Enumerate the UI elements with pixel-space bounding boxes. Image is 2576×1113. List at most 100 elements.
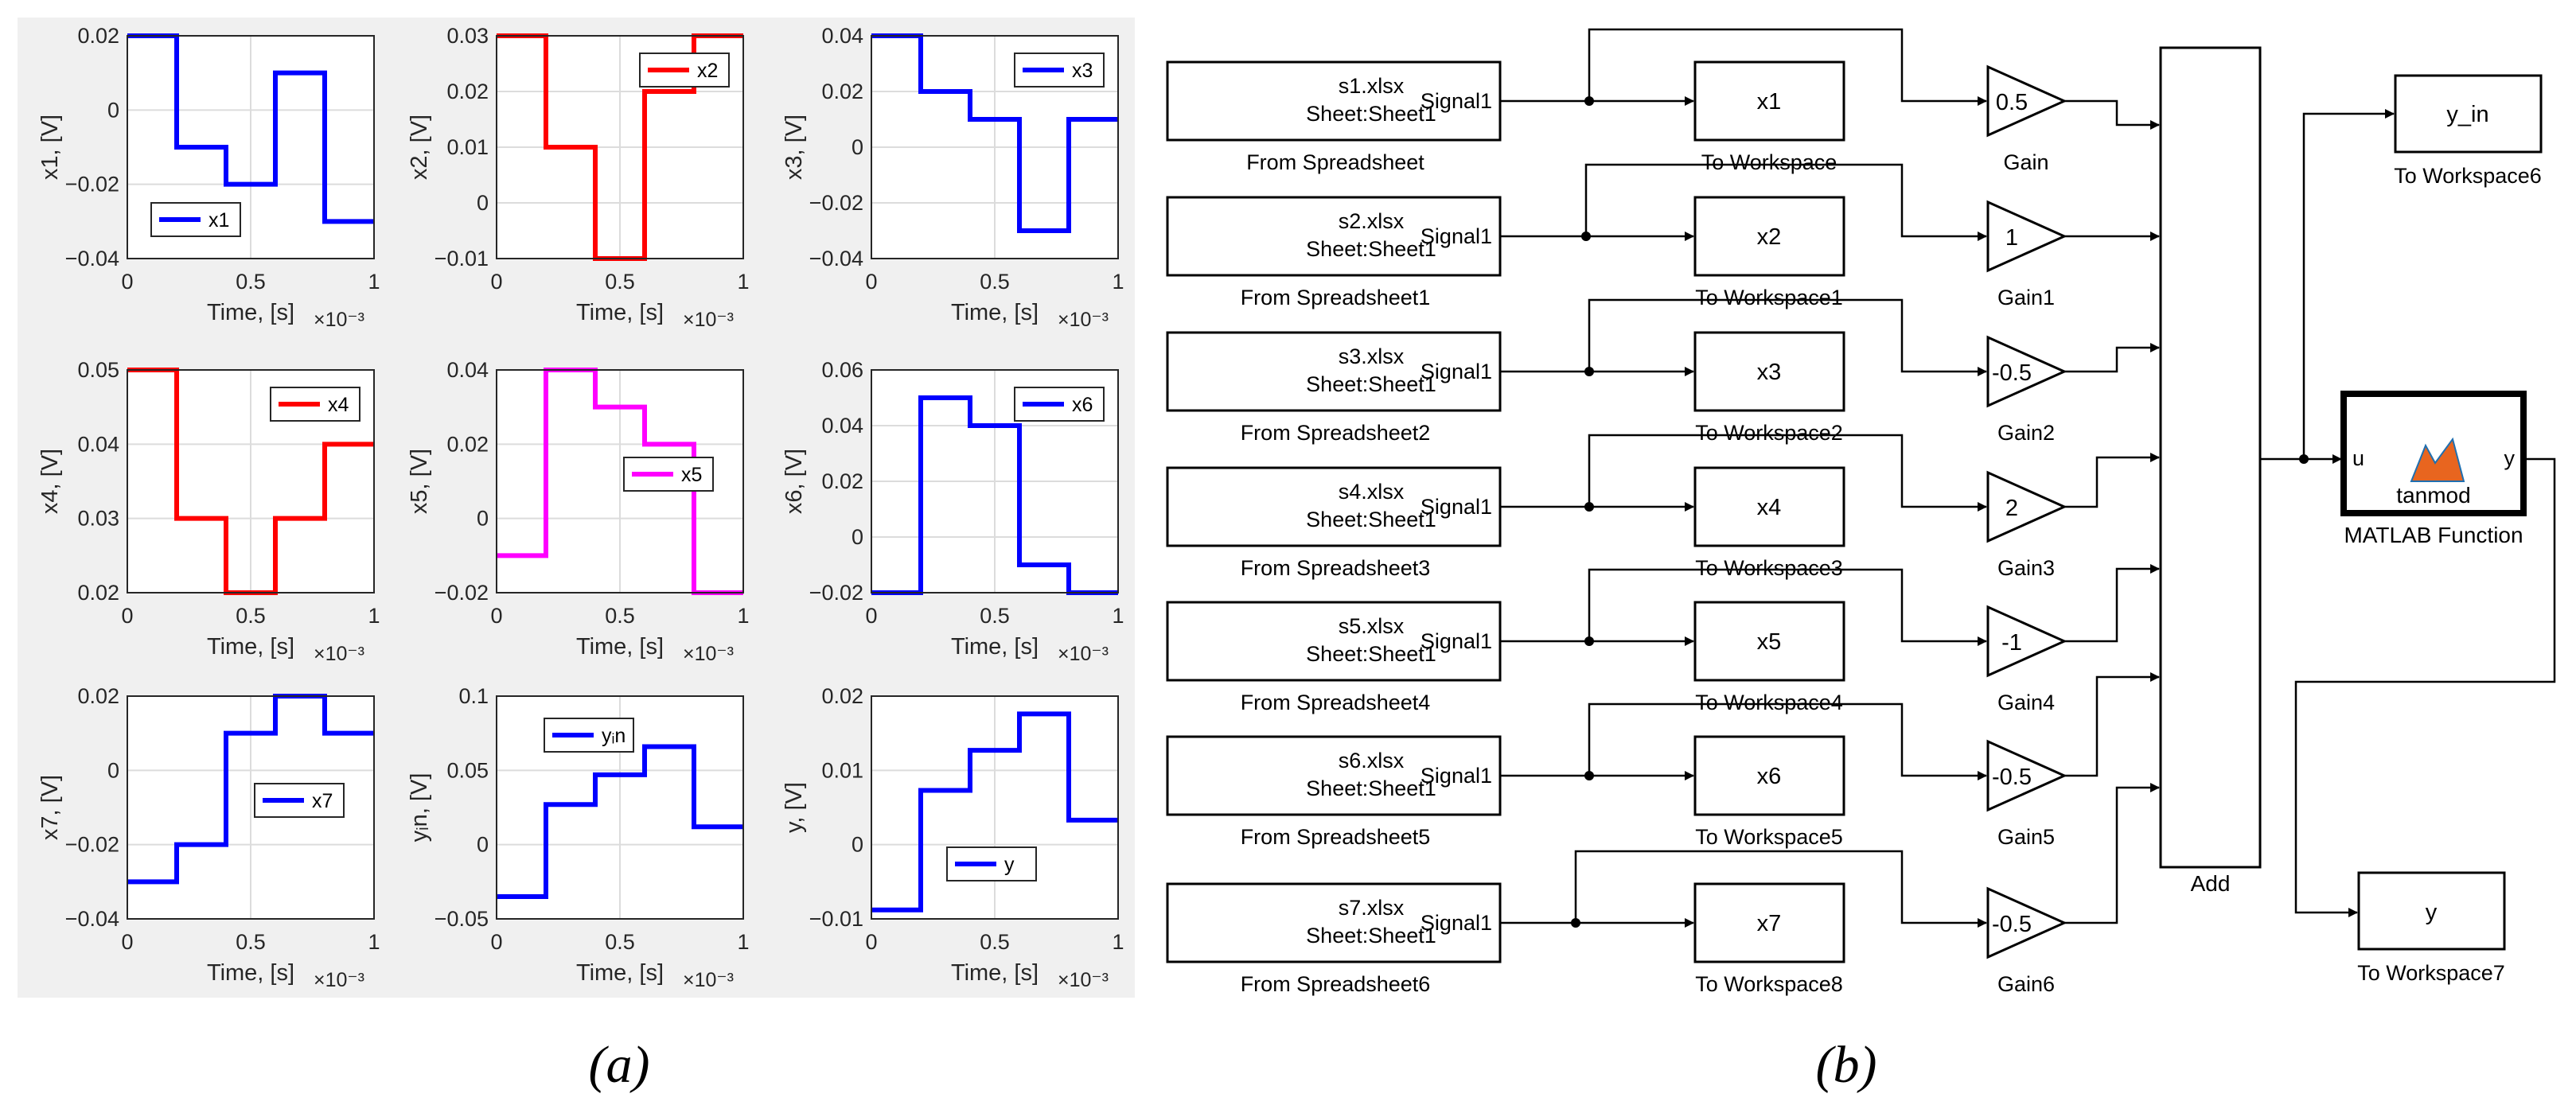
x-tick-label: 1 bbox=[737, 604, 749, 628]
y-tick-label: 0.01 bbox=[446, 135, 489, 159]
gain-value: 2 bbox=[2005, 496, 2018, 521]
y-tick-label: 0 bbox=[477, 191, 489, 215]
x-tick-label: 0.5 bbox=[980, 604, 1010, 628]
workspace-variable: x7 bbox=[1757, 911, 1782, 936]
to-workspace-block bbox=[1693, 331, 1845, 412]
panel-label-b: (b) bbox=[1816, 1036, 1877, 1094]
y-axis-label: y, [V] bbox=[781, 782, 807, 833]
x-axis-label: Time, [s] bbox=[951, 634, 1039, 660]
y-tick-label: 0 bbox=[477, 833, 489, 857]
output-port-label: Signal1 bbox=[1421, 495, 1492, 519]
series-line bbox=[871, 395, 1118, 595]
x-axis-label: Time, [s] bbox=[576, 960, 664, 986]
panel-label-a: (a) bbox=[589, 1036, 650, 1094]
gain-value: -1 bbox=[2001, 630, 2022, 656]
output-port-label: Signal1 bbox=[1421, 224, 1492, 248]
legend: x4 bbox=[270, 387, 360, 422]
spreadsheet-file: s2.xlsx bbox=[1339, 209, 1405, 233]
signal-line bbox=[1588, 434, 1987, 512]
to-workspace-label: To Workspace7 bbox=[2357, 961, 2505, 985]
legend-label: x2 bbox=[697, 60, 718, 82]
from-spreadsheet-label: From Spreadsheet3 bbox=[1241, 556, 1431, 580]
gain-block bbox=[1986, 200, 2067, 273]
signal-line bbox=[1588, 298, 1987, 376]
to-workspace-block bbox=[1693, 60, 1845, 142]
y-tick-label: 0.05 bbox=[446, 758, 489, 782]
spreadsheet-sheet: Sheet:Sheet1 bbox=[1306, 102, 1436, 126]
series-line bbox=[497, 368, 743, 595]
to-workspace-y-block bbox=[2357, 871, 2506, 951]
x-tick-label: 1 bbox=[1112, 930, 1124, 954]
from-spreadsheet-block bbox=[1166, 466, 1502, 547]
y-tick-label: 0 bbox=[852, 525, 863, 549]
y-tick-label: −0.02 bbox=[809, 191, 863, 215]
legend: yᵢn bbox=[544, 718, 634, 753]
add-block bbox=[2159, 46, 2262, 869]
output-port-label: Signal1 bbox=[1421, 764, 1492, 788]
y-tick-label: −0.02 bbox=[435, 581, 489, 605]
x-exponent: ×10⁻³ bbox=[683, 309, 734, 331]
axes-box bbox=[127, 35, 375, 259]
x-tick-label: 0.5 bbox=[980, 930, 1010, 954]
axes-box bbox=[496, 369, 744, 593]
axes-box bbox=[496, 695, 744, 920]
gain-value: -0.5 bbox=[1992, 912, 2032, 937]
y-tick-label: −0.02 bbox=[65, 833, 119, 857]
gain-value: -0.5 bbox=[1992, 360, 2032, 386]
x-axis-label: Time, [s] bbox=[207, 300, 294, 325]
legend-label: x3 bbox=[1072, 60, 1093, 82]
legend-label: x4 bbox=[328, 394, 349, 416]
y-tick-label: −0.05 bbox=[435, 907, 489, 931]
legend-label: x6 bbox=[1072, 394, 1093, 416]
y-tick-label: 0.02 bbox=[446, 432, 489, 456]
x-tick-label: 1 bbox=[368, 930, 380, 954]
y-tick-label: −0.02 bbox=[65, 173, 119, 197]
y-tick-label: 0.05 bbox=[77, 358, 119, 382]
legend: x5 bbox=[623, 457, 714, 492]
y-tick-label: 0.02 bbox=[77, 581, 119, 605]
y-tick-label: 0.06 bbox=[821, 358, 863, 382]
series-line bbox=[127, 33, 374, 224]
from-spreadsheet-label: From Spreadsheet1 bbox=[1241, 286, 1431, 309]
y-tick-label: 0.04 bbox=[821, 24, 863, 48]
y-tick-label: 0.02 bbox=[77, 684, 119, 708]
to-workspace-block bbox=[1693, 466, 1845, 547]
y-tick-label: −0.04 bbox=[809, 247, 863, 270]
signal-line bbox=[2064, 99, 2160, 130]
gain-value: 1 bbox=[2005, 225, 2018, 251]
legend: x1 bbox=[150, 202, 241, 237]
x-axis-label: Time, [s] bbox=[951, 300, 1039, 325]
to-workspace-block bbox=[1693, 196, 1845, 277]
y-tick-label: 0.02 bbox=[821, 684, 863, 708]
x-exponent: ×10⁻³ bbox=[683, 969, 734, 991]
spreadsheet-file: s6.xlsx bbox=[1339, 749, 1405, 772]
output-port-label: Signal1 bbox=[1421, 89, 1492, 113]
spreadsheet-sheet: Sheet:Sheet1 bbox=[1306, 237, 1436, 261]
to-workspace-block bbox=[1693, 735, 1845, 816]
signal-line bbox=[1584, 163, 1987, 241]
legend: x7 bbox=[254, 783, 345, 818]
workspace-variable: x4 bbox=[1757, 495, 1782, 520]
x-axis-label: Time, [s] bbox=[951, 960, 1039, 986]
y-in-line bbox=[2302, 109, 2395, 459]
workspace-variable: y bbox=[2426, 900, 2438, 925]
y-axis-label: x1, [V] bbox=[37, 115, 63, 180]
y-tick-label: 0 bbox=[852, 135, 863, 159]
gain-block bbox=[1986, 64, 2067, 138]
to-workspace-label: To Workspace4 bbox=[1695, 691, 1843, 714]
spreadsheet-file: s1.xlsx bbox=[1339, 74, 1405, 98]
x-exponent: ×10⁻³ bbox=[1058, 643, 1109, 665]
spreadsheet-file: s3.xlsx bbox=[1339, 344, 1405, 368]
to-workspace-block bbox=[1693, 601, 1845, 682]
function-output-line bbox=[2294, 457, 2556, 917]
x-axis-label: Time, [s] bbox=[207, 634, 294, 660]
y-tick-label: 0.04 bbox=[446, 358, 489, 382]
to-workspace-label: To Workspace6 bbox=[2394, 164, 2542, 188]
